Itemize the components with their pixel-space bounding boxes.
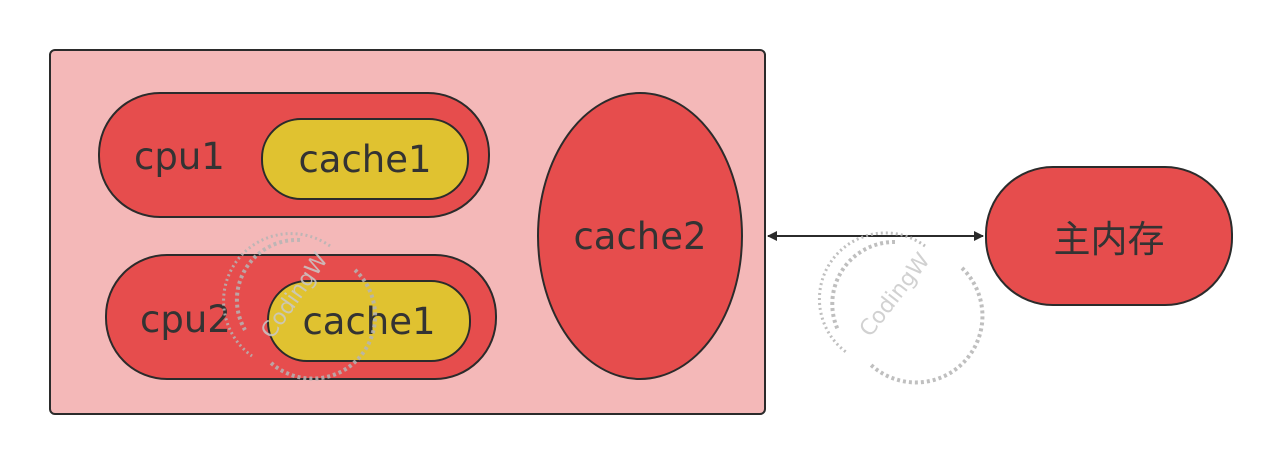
cpu1-cache1-label: cache1 (298, 137, 432, 181)
cpu1-cache1-node[interactable]: cache1 (261, 118, 469, 200)
cache2-label: cache2 (573, 214, 707, 258)
watermark-stamp: CodingW (817, 231, 985, 385)
main-memory-node[interactable]: 主内存 (985, 166, 1233, 306)
cpu2-label: cpu2 (140, 298, 231, 341)
cpu2-cache1-label: cache1 (302, 299, 436, 343)
cache2-node[interactable]: cache2 (537, 92, 743, 380)
cpu2-cache1-node[interactable]: cache1 (267, 280, 471, 362)
main-memory-label: 主内存 (1053, 218, 1165, 261)
watermark-stamp: CodingW (222, 232, 378, 381)
watermark-text: CodingW (256, 248, 333, 343)
watermark-text: CodingW (855, 248, 936, 341)
cpu1-label: cpu1 (134, 135, 225, 178)
